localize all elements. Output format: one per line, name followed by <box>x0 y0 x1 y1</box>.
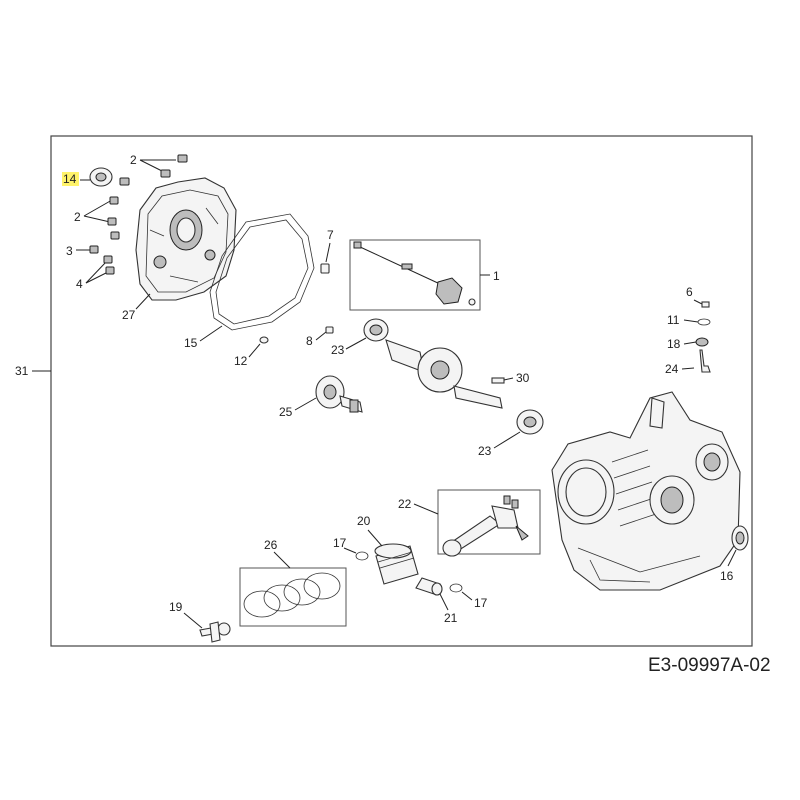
crankcase-cover-part-27 <box>135 177 237 301</box>
callout-30[interactable]: 30 <box>491 371 530 385</box>
connecting-rod-part-22 <box>437 489 541 557</box>
callout-25[interactable]: 25 <box>279 397 317 419</box>
svg-text:4: 4 <box>76 277 83 291</box>
svg-text:21: 21 <box>444 611 458 625</box>
svg-text:24: 24 <box>665 362 679 376</box>
callout-18[interactable]: 18 <box>667 337 709 351</box>
oil-seal-part-14 <box>89 167 113 187</box>
callout-8[interactable]: 8 <box>306 326 334 348</box>
crankshaft <box>385 339 503 409</box>
pin-part-19 <box>199 621 231 643</box>
piston-rings-part-26 <box>239 567 347 627</box>
svg-text:20: 20 <box>357 514 371 528</box>
svg-text:16: 16 <box>720 569 734 583</box>
callout-16[interactable]: 16 <box>720 549 737 583</box>
svg-text:30: 30 <box>516 371 530 385</box>
callout-23-lower[interactable]: 23 <box>478 431 521 458</box>
svg-text:14: 14 <box>63 172 77 186</box>
callout-31[interactable]: 31 <box>15 364 51 378</box>
svg-text:31: 31 <box>15 364 29 378</box>
callout-22[interactable]: 22 <box>398 497 439 515</box>
bolt-group-top <box>119 154 188 186</box>
governor-assembly-part-1 <box>349 239 481 311</box>
svg-text:17: 17 <box>333 536 347 550</box>
svg-text:1: 1 <box>493 269 500 283</box>
camshaft-part-25 <box>315 375 363 413</box>
bolt-group-left <box>107 196 120 240</box>
svg-text:19: 19 <box>169 600 183 614</box>
svg-text:23: 23 <box>478 444 492 458</box>
callout-6[interactable]: 6 <box>686 285 710 308</box>
svg-text:12: 12 <box>234 354 248 368</box>
callout-11[interactable]: 11 <box>667 313 711 327</box>
bearing-part-23-upper <box>363 318 389 342</box>
svg-text:22: 22 <box>398 497 412 511</box>
svg-text:7: 7 <box>327 228 334 242</box>
svg-text:17: 17 <box>474 596 488 610</box>
diagram-frame <box>50 135 753 647</box>
svg-text:11: 11 <box>667 313 680 327</box>
callout-7[interactable]: 7 <box>320 228 334 274</box>
engine-block <box>551 391 741 591</box>
callout-20[interactable]: 20 <box>357 514 383 547</box>
drawing-code: E3-09997A-02 <box>648 655 771 676</box>
callout-17-right[interactable]: 17 <box>449 583 488 610</box>
callout-26[interactable]: 26 <box>264 538 291 569</box>
callout-23-upper[interactable]: 23 <box>331 337 367 357</box>
callout-21[interactable]: 21 <box>439 593 458 625</box>
bearing-part-23-lower <box>516 409 544 435</box>
svg-text:6: 6 <box>686 285 693 299</box>
piston-pin-part-21 <box>415 577 443 596</box>
callout-12[interactable]: 12 <box>234 336 269 368</box>
svg-text:23: 23 <box>331 343 345 357</box>
svg-text:3: 3 <box>66 244 73 258</box>
piston-part-20 <box>374 543 419 585</box>
svg-text:8: 8 <box>306 334 313 348</box>
svg-text:27: 27 <box>122 308 136 322</box>
callout-2-left[interactable]: 2 <box>74 199 113 224</box>
callout-2-top[interactable]: 2 <box>130 153 176 173</box>
svg-text:18: 18 <box>667 337 681 351</box>
oil-seal-part-16 <box>731 525 749 551</box>
callout-15[interactable]: 15 <box>184 325 223 350</box>
callout-24[interactable]: 24 <box>665 349 711 376</box>
svg-text:26: 26 <box>264 538 278 552</box>
svg-text:2: 2 <box>130 153 137 167</box>
callout-3[interactable]: 3 <box>66 244 99 258</box>
gasket-part-15 <box>209 213 315 331</box>
callout-1[interactable]: 1 <box>480 269 500 283</box>
svg-text:25: 25 <box>279 405 293 419</box>
svg-text:2: 2 <box>74 210 81 224</box>
svg-text:15: 15 <box>184 336 198 350</box>
callout-17-left[interactable]: 17 <box>333 536 369 561</box>
callout-4[interactable]: 4 <box>76 255 115 291</box>
callout-14[interactable]: 14 <box>62 172 90 186</box>
callout-27[interactable]: 27 <box>122 293 151 322</box>
callout-19[interactable]: 19 <box>169 600 203 629</box>
